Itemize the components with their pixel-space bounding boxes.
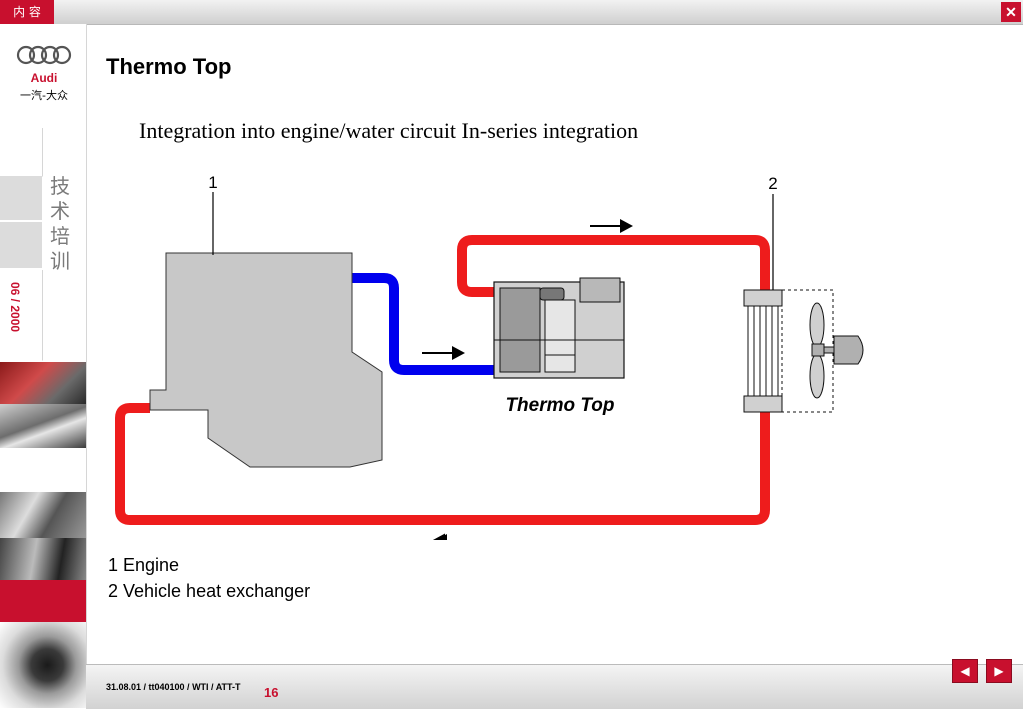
section-char: 训 — [50, 249, 70, 273]
section-title-cn: 技 术 培 训 — [48, 174, 72, 274]
flow-arrow-right — [590, 219, 633, 233]
flow-arrow-right — [422, 346, 465, 360]
page-title: Thermo Top — [106, 54, 232, 79]
next-page-button[interactable]: ▶ — [986, 659, 1012, 683]
sidebar: Audi 一汽-大众 技 术 培 训 06 / 2000 — [0, 24, 87, 708]
sidebar-box — [0, 222, 42, 269]
cold-hose — [352, 273, 520, 375]
section-char: 培 — [50, 224, 70, 248]
previous-page-button[interactable]: ◀ — [952, 659, 978, 683]
heat-exchanger — [743, 289, 834, 413]
sidebar-box — [0, 128, 43, 177]
fan — [809, 302, 864, 399]
callout-1: 1 — [208, 173, 217, 192]
brand-name: Audi — [30, 71, 58, 85]
thermo-top-heater — [493, 277, 625, 379]
legend-item: 2 Vehicle heat exchanger — [108, 581, 311, 601]
supply-hose — [457, 235, 770, 297]
footer-reference: 31.08.01 / tt040100 / WTI / ATT-T — [106, 682, 241, 692]
audi-rings-icon — [16, 45, 72, 65]
flow-arrow-left-head — [432, 533, 445, 540]
section-char: 技 — [50, 174, 70, 198]
footer-bar: 31.08.01 / tt040100 / WTI / ATT-T 16 ◀ ▶ — [86, 659, 1023, 709]
close-icon: ✕ — [1005, 4, 1017, 20]
sidebar-box — [0, 270, 43, 361]
callout-2: 2 — [768, 174, 777, 193]
photo-wheel — [0, 622, 86, 708]
photo-mechanic — [0, 492, 86, 538]
legend: 1 Engine 2 Vehicle heat exchanger — [108, 552, 310, 604]
coolant-circuit-diagram: 1 2 Thermo Top — [115, 173, 864, 540]
edition-date: 06 / 2000 — [8, 282, 22, 333]
triangle-left-icon: ◀ — [960, 664, 970, 678]
close-button[interactable]: ✕ — [1001, 2, 1021, 22]
engine-block — [149, 252, 383, 468]
photo-training — [0, 538, 86, 580]
title-bar: 内 容 ✕ — [0, 0, 1023, 25]
brand-name-cn: 一汽-大众 — [20, 89, 68, 102]
photo-blank — [0, 448, 86, 492]
photo-engine — [0, 362, 86, 404]
photo-workshop — [0, 404, 86, 448]
page-subtitle: Integration into engine/water circuit In… — [139, 118, 639, 143]
page-number: 16 — [264, 685, 279, 700]
audi-logo: Audi 一汽-大众 — [6, 44, 82, 103]
device-label: Thermo Top — [505, 395, 614, 416]
photo-red-panel — [0, 580, 86, 622]
return-hose — [115, 403, 770, 525]
section-char: 术 — [50, 199, 70, 223]
triangle-right-icon: ▶ — [994, 664, 1004, 678]
legend-item: 1 Engine — [108, 555, 180, 575]
content-tab[interactable]: 内 容 — [0, 0, 54, 24]
sidebar-box — [0, 176, 42, 221]
